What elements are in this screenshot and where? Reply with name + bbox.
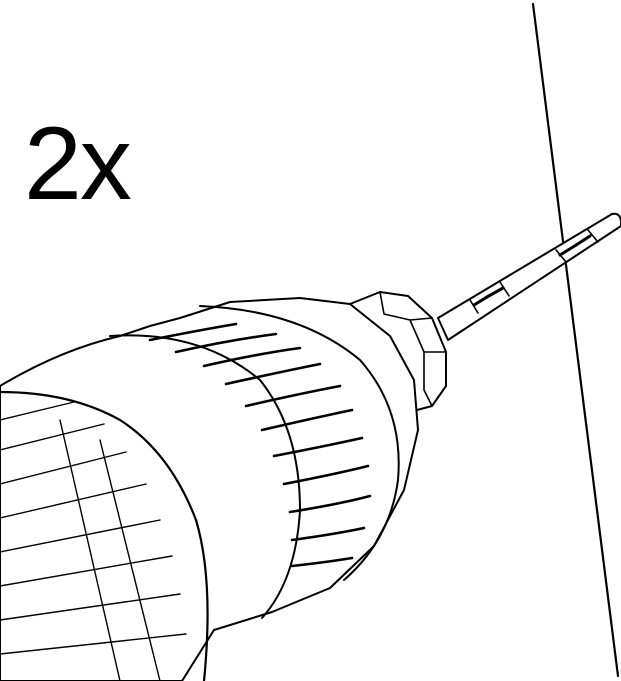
drill-body: [0, 297, 419, 681]
chuck-grip-ribs: [148, 322, 372, 568]
drill-bit: [437, 212, 621, 341]
wall-edge-line: [531, 2, 620, 678]
body-segment-lines: [0, 401, 187, 681]
repeat-count-label: 2x: [24, 106, 132, 222]
